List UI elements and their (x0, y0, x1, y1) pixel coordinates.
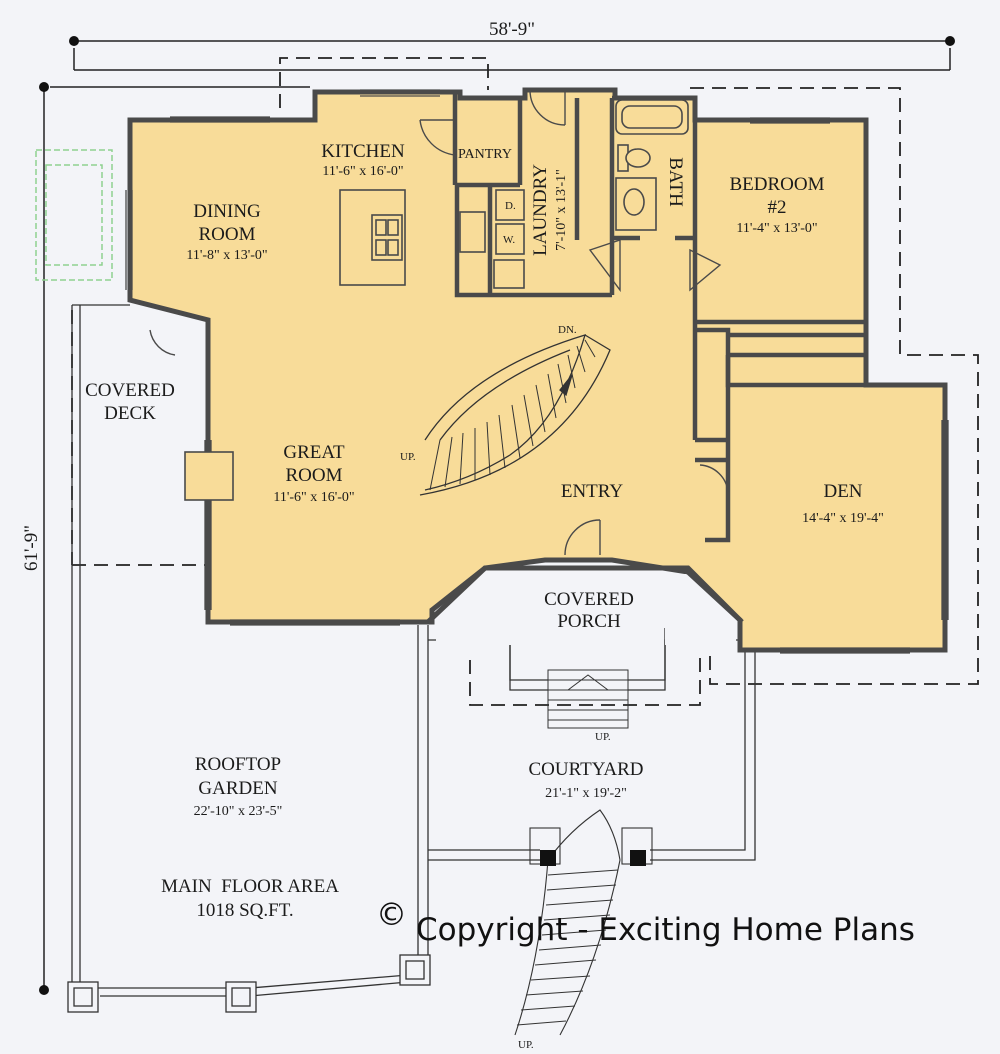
kitchen-fixtures (339, 189, 486, 286)
tree-outline (35, 149, 113, 281)
porch-stair-up-label: UP. (595, 731, 611, 743)
floor-area-label: MAIN FLOOR AREA (161, 876, 339, 897)
fireplace-icon (184, 451, 234, 501)
bath-fixtures (615, 99, 689, 231)
pantry-label: PANTRY (458, 147, 512, 162)
bedroom2-label-line2: #2 (768, 197, 787, 218)
dining-label-line2: ROOM (198, 224, 255, 245)
porch-steps (547, 669, 629, 729)
copyright-text: Copyright - Exciting Home Plans (416, 912, 915, 948)
dimension-lines (43, 40, 951, 990)
courtyard-stair-up-label: UP. (518, 1039, 534, 1051)
covered-porch-label-line1: COVERED (544, 589, 634, 610)
kitchen-size: 11'-6" x 16'-0" (322, 164, 403, 179)
dimension-dots (39, 36, 955, 995)
courtyard-posts (540, 850, 646, 866)
covered-deck-label-line1: COVERED (85, 380, 175, 401)
great-room-label-line2: ROOM (285, 465, 342, 486)
laundry-appliances (493, 189, 525, 289)
bath-label: BATH (665, 157, 686, 207)
covered-porch-floor (436, 574, 736, 645)
washer-icon (495, 223, 525, 255)
dashed-outlines (71, 57, 979, 706)
overall-depth-label: 61'-9" (21, 525, 42, 571)
rooftop-garden-size: 22'-10" x 23'-5" (194, 804, 283, 819)
den-label: DEN (823, 481, 862, 502)
dryer-label: D. (505, 200, 516, 212)
windows (125, 89, 949, 654)
rooftop-garden-label-line1: ROOFTOP (195, 754, 281, 775)
curved-stair (419, 334, 611, 496)
floor-area-value: 1018 SQ.FT. (196, 900, 293, 921)
bedroom2-label-line1: BEDROOM (729, 174, 824, 195)
entry-label: ENTRY (561, 481, 624, 502)
den-size: 14'-4" x 19'-4" (802, 511, 884, 526)
great-room-label-line1: GREAT (283, 442, 345, 463)
great-room-size: 11'-6" x 16'-0" (273, 490, 354, 505)
copyright-symbol: © (376, 897, 407, 933)
dryer-icon (495, 189, 525, 221)
laundry-sink-icon (493, 259, 525, 289)
house-floor (127, 87, 948, 653)
kitchen-label: KITCHEN (321, 141, 405, 162)
laundry-size: 7'-10" x 13'-1" (554, 169, 569, 251)
covered-deck-label-line2: DECK (104, 403, 156, 424)
overall-width-label: 58'-9" (489, 19, 535, 40)
courtyard-label: COURTYARD (529, 759, 644, 780)
rooftop-garden-label-line2: GARDEN (198, 778, 277, 799)
dining-label-line1: DINING (193, 201, 261, 222)
door-swings (149, 89, 729, 556)
posts (67, 954, 431, 1013)
courtyard-size: 21'-1" x 19'-2" (545, 786, 627, 801)
covered-porch-label-line2: PORCH (557, 611, 621, 632)
stair-up-label: UP. (400, 451, 416, 463)
bedroom2-size: 11'-4" x 13'-0" (736, 221, 817, 236)
washer-label: W. (503, 234, 515, 246)
stair-down-label: DN. (558, 324, 577, 336)
laundry-label: LAUNDRY (530, 164, 551, 256)
dining-size: 11'-8" x 13'-0" (186, 248, 267, 263)
